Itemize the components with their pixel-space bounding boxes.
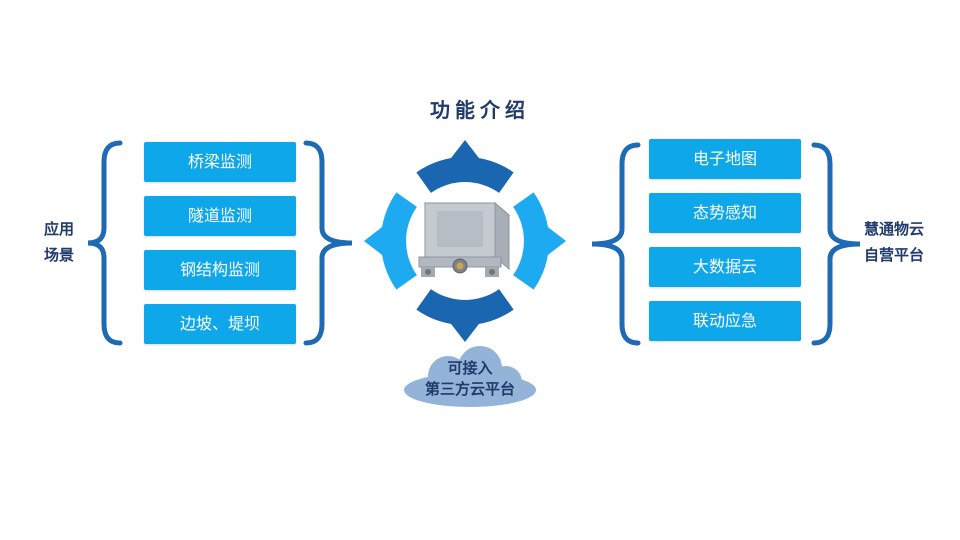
center-ring-diagram	[364, 140, 566, 342]
feature-situational-awareness: 态势感知	[649, 193, 801, 233]
right-label-line-2: 自营平台	[864, 246, 925, 264]
feature-electronic-map: 电子地图	[649, 139, 801, 179]
right-label-line-1: 慧通物云	[864, 220, 925, 238]
scenario-bridge-monitoring: 桥梁监测	[144, 142, 296, 182]
ring-arrow-bottom	[448, 320, 482, 342]
left-outer-brace	[87, 140, 123, 346]
cloud-shape	[404, 346, 536, 407]
left-label-line-1: 应用	[44, 220, 75, 238]
right-outer-brace	[811, 142, 861, 346]
ring-arrow-right	[544, 224, 566, 258]
scenario-slope-dam: 边坡、堤坝	[144, 304, 296, 344]
right-inner-brace	[591, 142, 641, 346]
ring-arrow-top	[448, 140, 482, 162]
ring-arrow-left	[364, 224, 386, 258]
ring-segment-right	[513, 192, 550, 290]
sensor-device-image	[418, 201, 511, 277]
ring-segment-left	[380, 192, 417, 290]
scenario-steel-structure-monitoring: 钢结构监测	[144, 250, 296, 290]
page-title: 功能介绍	[430, 98, 530, 122]
scenario-tunnel-monitoring: 隧道监测	[144, 196, 296, 236]
left-label-line-2: 场景	[44, 246, 75, 264]
feature-linked-emergency: 联动应急	[649, 301, 801, 341]
ring-segment-bottom	[416, 289, 514, 326]
cloud-label-line-1: 可接入	[447, 359, 493, 377]
ring-segment-top	[416, 156, 514, 193]
cloud-label-line-2: 第三方云平台	[424, 380, 515, 398]
cloud-label: 可接入 第三方云平台	[400, 358, 540, 400]
right-side-label: 慧通物云 自营平台	[864, 216, 924, 268]
left-side-label: 应用 场景	[44, 216, 74, 268]
feature-big-data-cloud: 大数据云	[649, 247, 801, 287]
left-inner-brace	[303, 140, 353, 346]
